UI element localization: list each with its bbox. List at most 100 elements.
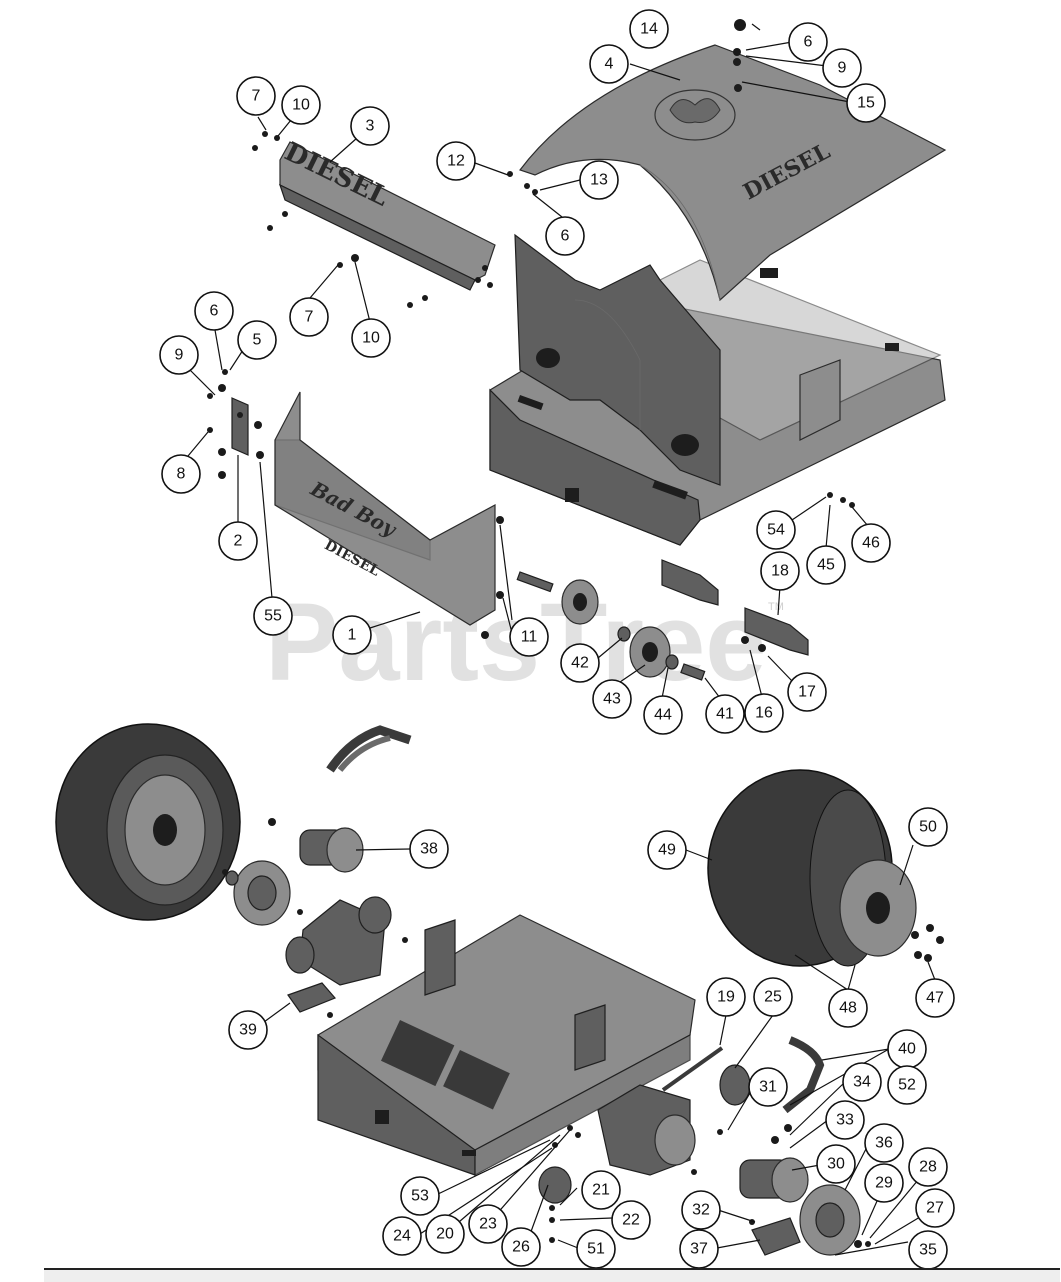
callout-19[interactable]: 19 xyxy=(706,977,746,1017)
callout-7a[interactable]: 7 xyxy=(236,76,276,116)
callout-54[interactable]: 54 xyxy=(756,510,796,550)
svg-text:25: 25 xyxy=(764,989,782,1006)
callout-20[interactable]: 20 xyxy=(425,1214,465,1254)
callout-52[interactable]: 52 xyxy=(887,1065,927,1105)
callout-55[interactable]: 55 xyxy=(253,596,293,636)
svg-text:13: 13 xyxy=(590,172,608,189)
callout-8[interactable]: 8 xyxy=(161,454,201,494)
right-wheel-assembly xyxy=(707,769,917,967)
svg-text:5: 5 xyxy=(253,332,262,349)
svg-text:26: 26 xyxy=(512,1239,530,1256)
callout-17[interactable]: 17 xyxy=(787,672,827,712)
callout-30[interactable]: 30 xyxy=(816,1144,856,1184)
svg-text:52: 52 xyxy=(898,1077,916,1094)
callout-22[interactable]: 22 xyxy=(611,1200,651,1240)
bracket-part-2 xyxy=(231,397,249,456)
svg-text:50: 50 xyxy=(919,819,937,836)
svg-text:12: 12 xyxy=(447,153,465,170)
callout-47[interactable]: 47 xyxy=(915,978,955,1018)
hardware-fasteners-lower xyxy=(222,818,944,1248)
callout-14[interactable]: 14 xyxy=(629,9,669,49)
callout-12[interactable]: 12 xyxy=(436,141,476,181)
svg-text:6: 6 xyxy=(561,228,570,245)
callout-9b[interactable]: 9 xyxy=(822,48,862,88)
svg-text:42: 42 xyxy=(571,655,589,672)
svg-text:4: 4 xyxy=(605,56,614,73)
callout-36[interactable]: 36 xyxy=(864,1123,904,1163)
svg-text:44: 44 xyxy=(654,707,672,724)
callout-34[interactable]: 34 xyxy=(842,1062,882,1102)
bumper-part-18 xyxy=(661,559,809,656)
callout-10a[interactable]: 10 xyxy=(281,85,321,125)
callout-9a[interactable]: 9 xyxy=(159,335,199,375)
callout-44[interactable]: 44 xyxy=(643,695,683,735)
svg-text:10: 10 xyxy=(362,330,380,347)
svg-text:43: 43 xyxy=(603,691,621,708)
svg-text:53: 53 xyxy=(411,1188,429,1205)
svg-text:37: 37 xyxy=(690,1241,708,1258)
callout-2[interactable]: 2 xyxy=(218,521,258,561)
callout-33[interactable]: 33 xyxy=(825,1100,865,1140)
callout-32[interactable]: 32 xyxy=(681,1190,721,1230)
callout-40[interactable]: 40 xyxy=(887,1029,927,1069)
callout-46[interactable]: 46 xyxy=(851,523,891,563)
callout-7b[interactable]: 7 xyxy=(289,297,329,337)
callout-5[interactable]: 5 xyxy=(237,320,277,360)
callout-48[interactable]: 48 xyxy=(828,988,868,1028)
callout-27[interactable]: 27 xyxy=(915,1188,955,1228)
callout-6c[interactable]: 6 xyxy=(545,216,585,256)
callout-50[interactable]: 50 xyxy=(908,807,948,847)
callout-6a[interactable]: 6 xyxy=(194,291,234,331)
callout-39[interactable]: 39 xyxy=(228,1010,268,1050)
callout-35[interactable]: 35 xyxy=(908,1230,948,1270)
hardware-fasteners-upper xyxy=(207,19,855,652)
svg-text:41: 41 xyxy=(716,706,734,723)
svg-text:11: 11 xyxy=(521,629,538,646)
callout-29[interactable]: 29 xyxy=(864,1163,904,1203)
callout-24[interactable]: 24 xyxy=(382,1216,422,1256)
hood-part-4: DIESEL xyxy=(519,44,947,302)
svg-text:21: 21 xyxy=(592,1182,610,1199)
callout-3[interactable]: 3 xyxy=(350,106,390,146)
callout-49[interactable]: 49 xyxy=(647,830,687,870)
svg-text:18: 18 xyxy=(771,563,789,580)
trademark-text: TM xyxy=(768,601,784,613)
svg-text:38: 38 xyxy=(420,841,438,858)
callout-15[interactable]: 15 xyxy=(846,83,886,123)
lower-frame-assembly xyxy=(317,914,696,1177)
callout-11[interactable]: 11 xyxy=(509,617,549,657)
svg-text:47: 47 xyxy=(926,990,944,1007)
svg-text:54: 54 xyxy=(767,522,785,539)
svg-text:29: 29 xyxy=(875,1175,893,1192)
callout-45[interactable]: 45 xyxy=(806,545,846,585)
callout-51[interactable]: 51 xyxy=(576,1229,616,1269)
svg-text:35: 35 xyxy=(919,1242,937,1259)
callout-28[interactable]: 28 xyxy=(908,1147,948,1187)
left-wheel-assembly xyxy=(55,723,291,926)
callout-16[interactable]: 16 xyxy=(744,693,784,733)
callout-26[interactable]: 26 xyxy=(501,1227,541,1267)
callout-13[interactable]: 13 xyxy=(579,160,619,200)
callout-42[interactable]: 42 xyxy=(560,643,600,683)
callout-18[interactable]: 18 xyxy=(760,551,800,591)
svg-text:10: 10 xyxy=(292,97,310,114)
callout-6b[interactable]: 6 xyxy=(788,22,828,62)
svg-text:32: 32 xyxy=(692,1202,710,1219)
callout-53[interactable]: 53 xyxy=(400,1176,440,1216)
callout-37[interactable]: 37 xyxy=(679,1229,719,1269)
callout-23[interactable]: 23 xyxy=(468,1204,508,1244)
callout-25[interactable]: 25 xyxy=(753,977,793,1017)
callout-10b[interactable]: 10 xyxy=(351,318,391,358)
callout-1[interactable]: 1 xyxy=(332,615,372,655)
callout-31[interactable]: 31 xyxy=(748,1067,788,1107)
callout-41[interactable]: 41 xyxy=(705,694,745,734)
svg-text:30: 30 xyxy=(827,1156,845,1173)
callout-21[interactable]: 21 xyxy=(581,1170,621,1210)
svg-text:34: 34 xyxy=(853,1074,871,1091)
upper-frame-assembly xyxy=(489,233,946,546)
callout-43[interactable]: 43 xyxy=(592,679,632,719)
callout-38[interactable]: 38 xyxy=(409,829,449,869)
svg-text:36: 36 xyxy=(875,1135,893,1152)
callout-4[interactable]: 4 xyxy=(589,44,629,84)
